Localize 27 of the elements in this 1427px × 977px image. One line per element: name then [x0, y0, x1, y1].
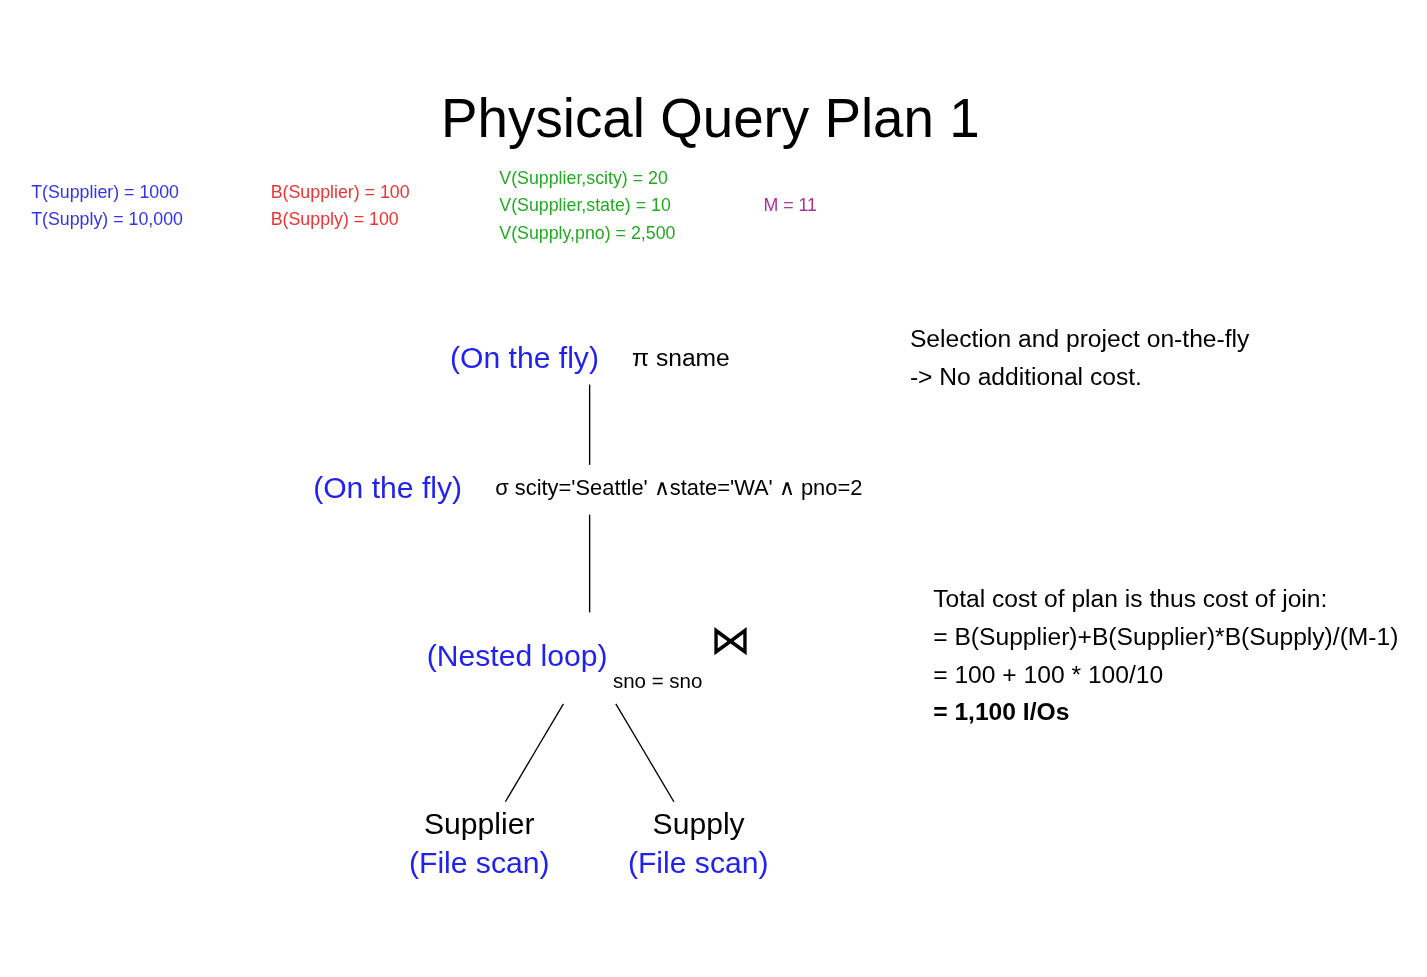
label: V(Supply,pno) = 2,500 — [499, 222, 676, 243]
label: T(Supplier) = 1000 — [31, 181, 179, 202]
connector — [588, 383, 591, 466]
diagram-title: Physical Query Plan 1 — [441, 86, 980, 149]
label: -> No additional cost. — [909, 363, 1142, 391]
label: B(Supply) = 100 — [270, 208, 399, 229]
label: = 100 + 100 * 100/10 — [933, 661, 1164, 689]
node-text: Supply (File scan) — [627, 807, 769, 879]
label: T(Supply) = 10,000 — [31, 208, 183, 229]
node-label: (On the fly) — [313, 470, 463, 504]
node-text: σ scity='Seattle' ∧state='WA' ∧ pno=2 — [495, 475, 863, 501]
node-label: (On the fly) — [450, 340, 599, 374]
label: Selection and project on-the-fly — [909, 324, 1250, 352]
connector — [504, 703, 565, 803]
node-text: ⋈ sno = sno — [612, 617, 752, 693]
node-label: (Nested loop) — [426, 638, 608, 672]
connector — [588, 513, 591, 614]
node-text: Supplier (File scan) — [408, 807, 550, 879]
label: M = 11 — [763, 195, 817, 216]
label: B(Supplier) = 100 — [270, 181, 410, 202]
label: V(Supplier,scity) = 20 — [499, 167, 668, 188]
node-text: π sname — [632, 343, 730, 371]
label: = 1,100 I/Os — [933, 698, 1070, 726]
label: Total cost of plan is thus cost of join: — [933, 584, 1328, 612]
label: = B(Supplier)+B(Supplier)*B(Supply)/(M-1) — [933, 623, 1399, 651]
connector — [615, 703, 675, 803]
label: V(Supplier,state) = 10 — [499, 195, 671, 216]
